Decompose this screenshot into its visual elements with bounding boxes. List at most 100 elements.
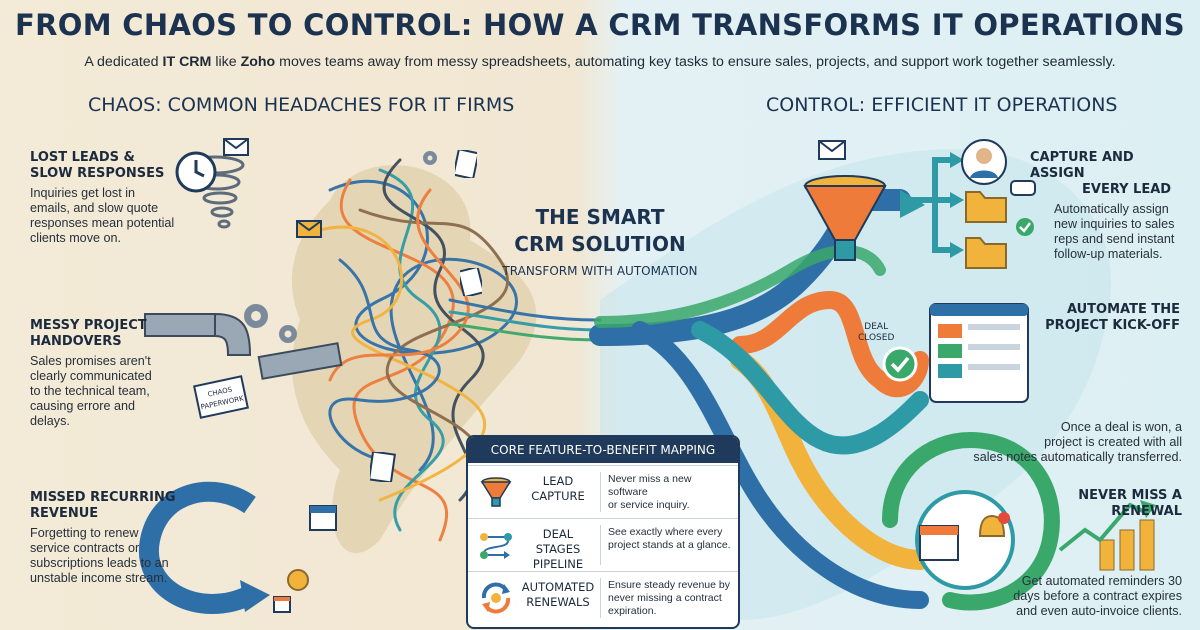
chaos-item-text: clearly communicated: [30, 369, 152, 383]
deal-label-line: DEAL: [864, 322, 889, 332]
clock-icon: [175, 151, 217, 193]
feature-mapping-card: CORE FEATURE-TO-BENEFIT MAPPING LEAD CAP…: [466, 435, 740, 629]
mapping-desc-line: Ensure steady revenue by: [608, 579, 730, 591]
control-item-text: Automatically assign: [1054, 202, 1169, 216]
pipeline-icon: [480, 533, 512, 559]
chaos-item-text: Forgetting to renew: [30, 526, 139, 540]
control-heading: CONTROL: EFFICIENT IT OPERATIONS: [766, 94, 1118, 116]
control-item-text: sales notes automatically transferred.: [973, 450, 1182, 464]
calendar-icon: [273, 596, 291, 613]
control-item-capture-leads: CAPTURE AND ASSIGN EVERY LEAD Automatica…: [1030, 150, 1188, 262]
mapping-label-line: RENEWALS: [526, 595, 590, 609]
chaos-item-text: responses mean potential: [30, 216, 175, 230]
control-item-text: Once a deal is won, a: [1060, 420, 1182, 434]
control-item-text: Get automated reminders 30: [1021, 574, 1182, 588]
subtitle-part: A dedicated: [84, 54, 163, 70]
document-icon: [455, 150, 477, 178]
broken-pipes: [144, 312, 343, 380]
mapping-divider: [600, 472, 601, 512]
mapping-desc-line: expiration.: [608, 605, 657, 617]
control-item-text: follow-up materials.: [1054, 247, 1163, 261]
mapping-label-line: DEAL STAGES: [535, 527, 581, 556]
center-callout: THE SMART CRM SOLUTION TRANSFORM WITH AU…: [470, 204, 730, 278]
distribution-arrows: [900, 157, 950, 253]
envelope-icon: [818, 140, 846, 160]
envelope-icon: [296, 220, 322, 238]
mapping-row: AUTOMATED RENEWALS Ensure steady revenue…: [468, 571, 738, 624]
chaos-item-title: LOST LEADS &: [30, 150, 135, 165]
chaos-item-text: to the technical team,: [30, 384, 150, 398]
funnel-graphic: [803, 175, 887, 261]
control-item-kickoff-text: Once a deal is won, a project is created…: [960, 420, 1182, 465]
chat-icon: [1010, 180, 1036, 196]
control-item-title: CAPTURE AND ASSIGN: [1030, 150, 1134, 181]
mapping-desc-line: project stands at a glance.: [608, 539, 731, 551]
document-icon: [460, 268, 482, 296]
chaos-item-title: HANDOVERS: [30, 334, 122, 349]
document-icon: [370, 452, 396, 482]
subtitle-emphasis: IT CRM: [162, 54, 212, 70]
checkmark-icon: [1016, 218, 1034, 236]
mapping-label: DEAL STAGES PIPELINE: [520, 527, 596, 572]
center-line: CRM SOLUTION: [514, 232, 686, 256]
chaos-item-title: MISSED RECURRING: [30, 490, 176, 505]
control-item-renewal-text: Get automated reminders 30 days before a…: [990, 574, 1182, 619]
deal-label-line: CLOSED: [858, 333, 895, 343]
control-item-title: NEVER MISS A RENEWAL: [1078, 488, 1182, 519]
page-title: FROM CHAOS TO CONTROL: HOW A CRM TRANSFO…: [15, 8, 1185, 42]
mapping-desc-line: or service inquiry.: [608, 499, 690, 511]
center-line: THE SMART: [535, 205, 665, 229]
mapping-row: LEAD CAPTURE Never miss a new software o…: [468, 465, 738, 518]
mapping-desc: Never miss a new software or service inq…: [608, 473, 732, 512]
chaos-item-title: REVENUE: [30, 506, 99, 521]
mapping-divider: [600, 525, 601, 565]
control-item-text: new inquiries to sales: [1054, 217, 1175, 231]
mapping-label: AUTOMATED RENEWALS: [520, 580, 596, 610]
mapping-desc: See exactly where every project stands a…: [608, 526, 732, 552]
page-subtitle: A dedicated IT CRM like Zoho moves teams…: [20, 54, 1180, 70]
control-item-text: project is created with all: [1044, 435, 1182, 449]
chaos-item-title: SLOW RESPONSES: [30, 166, 165, 181]
chaos-item-text: Sales promises aren't: [30, 354, 151, 368]
mapping-label-line: AUTOMATED: [521, 580, 595, 594]
chaos-item-text: clients move on.: [30, 231, 121, 245]
arrowheads: [900, 152, 964, 258]
mapping-row: DEAL STAGES PIPELINE See exactly where e…: [468, 518, 738, 571]
chaos-item-text: delays.: [30, 414, 70, 428]
control-item-renewal: NEVER MISS A RENEWAL: [1010, 488, 1182, 520]
chaos-heading: CHAOS: COMMON HEADACHES FOR IT FIRMS: [88, 94, 515, 116]
subtitle-emphasis: Zoho: [240, 54, 276, 70]
coin-icon: [287, 569, 309, 591]
kanban-board: [929, 303, 1029, 403]
mapping-header: CORE FEATURE-TO-BENEFIT MAPPING: [468, 437, 738, 463]
chaos-item-text: service contracts or: [30, 541, 140, 555]
mapping-desc-line: See exactly where every: [608, 526, 723, 538]
deal-closed-label: DEAL CLOSED: [858, 322, 894, 344]
calendar-icon: [919, 525, 959, 561]
bell-icon: [978, 512, 1010, 537]
chaos-item-lost-leads: LOST LEADS & SLOW RESPONSES Inquiries ge…: [30, 150, 180, 246]
mapping-desc-line: never missing a contract: [608, 592, 722, 604]
mapping-desc: Ensure steady revenue by never missing a…: [608, 579, 732, 618]
checkmark-icon: [882, 346, 918, 382]
gears: [244, 151, 437, 343]
tangled-wires: [318, 158, 602, 542]
mapping-label: LEAD CAPTURE: [520, 474, 596, 504]
chaos-item-missed-revenue: MISSED RECURRING REVENUE Forgetting to r…: [30, 490, 180, 586]
control-item-title: AUTOMATE THE: [1066, 302, 1180, 317]
person-icon: [961, 139, 1007, 185]
mapping-desc-line: Never miss a new software: [608, 473, 692, 498]
mapping-label-line: PIPELINE: [532, 557, 584, 571]
mapping-divider: [600, 578, 601, 618]
chaos-item-text: causing errore and: [30, 399, 136, 413]
mapping-label-line: CAPTURE: [531, 489, 585, 503]
funnel-icon: [480, 477, 512, 507]
chaos-item-messy-handovers: MESSY PROJECT HANDOVERS Sales promises a…: [30, 318, 170, 429]
control-item-kickoff: AUTOMATE THE PROJECT KICK-OFF: [1040, 302, 1180, 334]
renewal-circle: [138, 481, 270, 614]
center-tagline: TRANSFORM WITH AUTOMATION: [502, 264, 698, 278]
envelope-icon: [223, 138, 249, 156]
renewal-icon: [481, 582, 511, 614]
chaos-item-text: unstable income stream.: [30, 571, 168, 585]
